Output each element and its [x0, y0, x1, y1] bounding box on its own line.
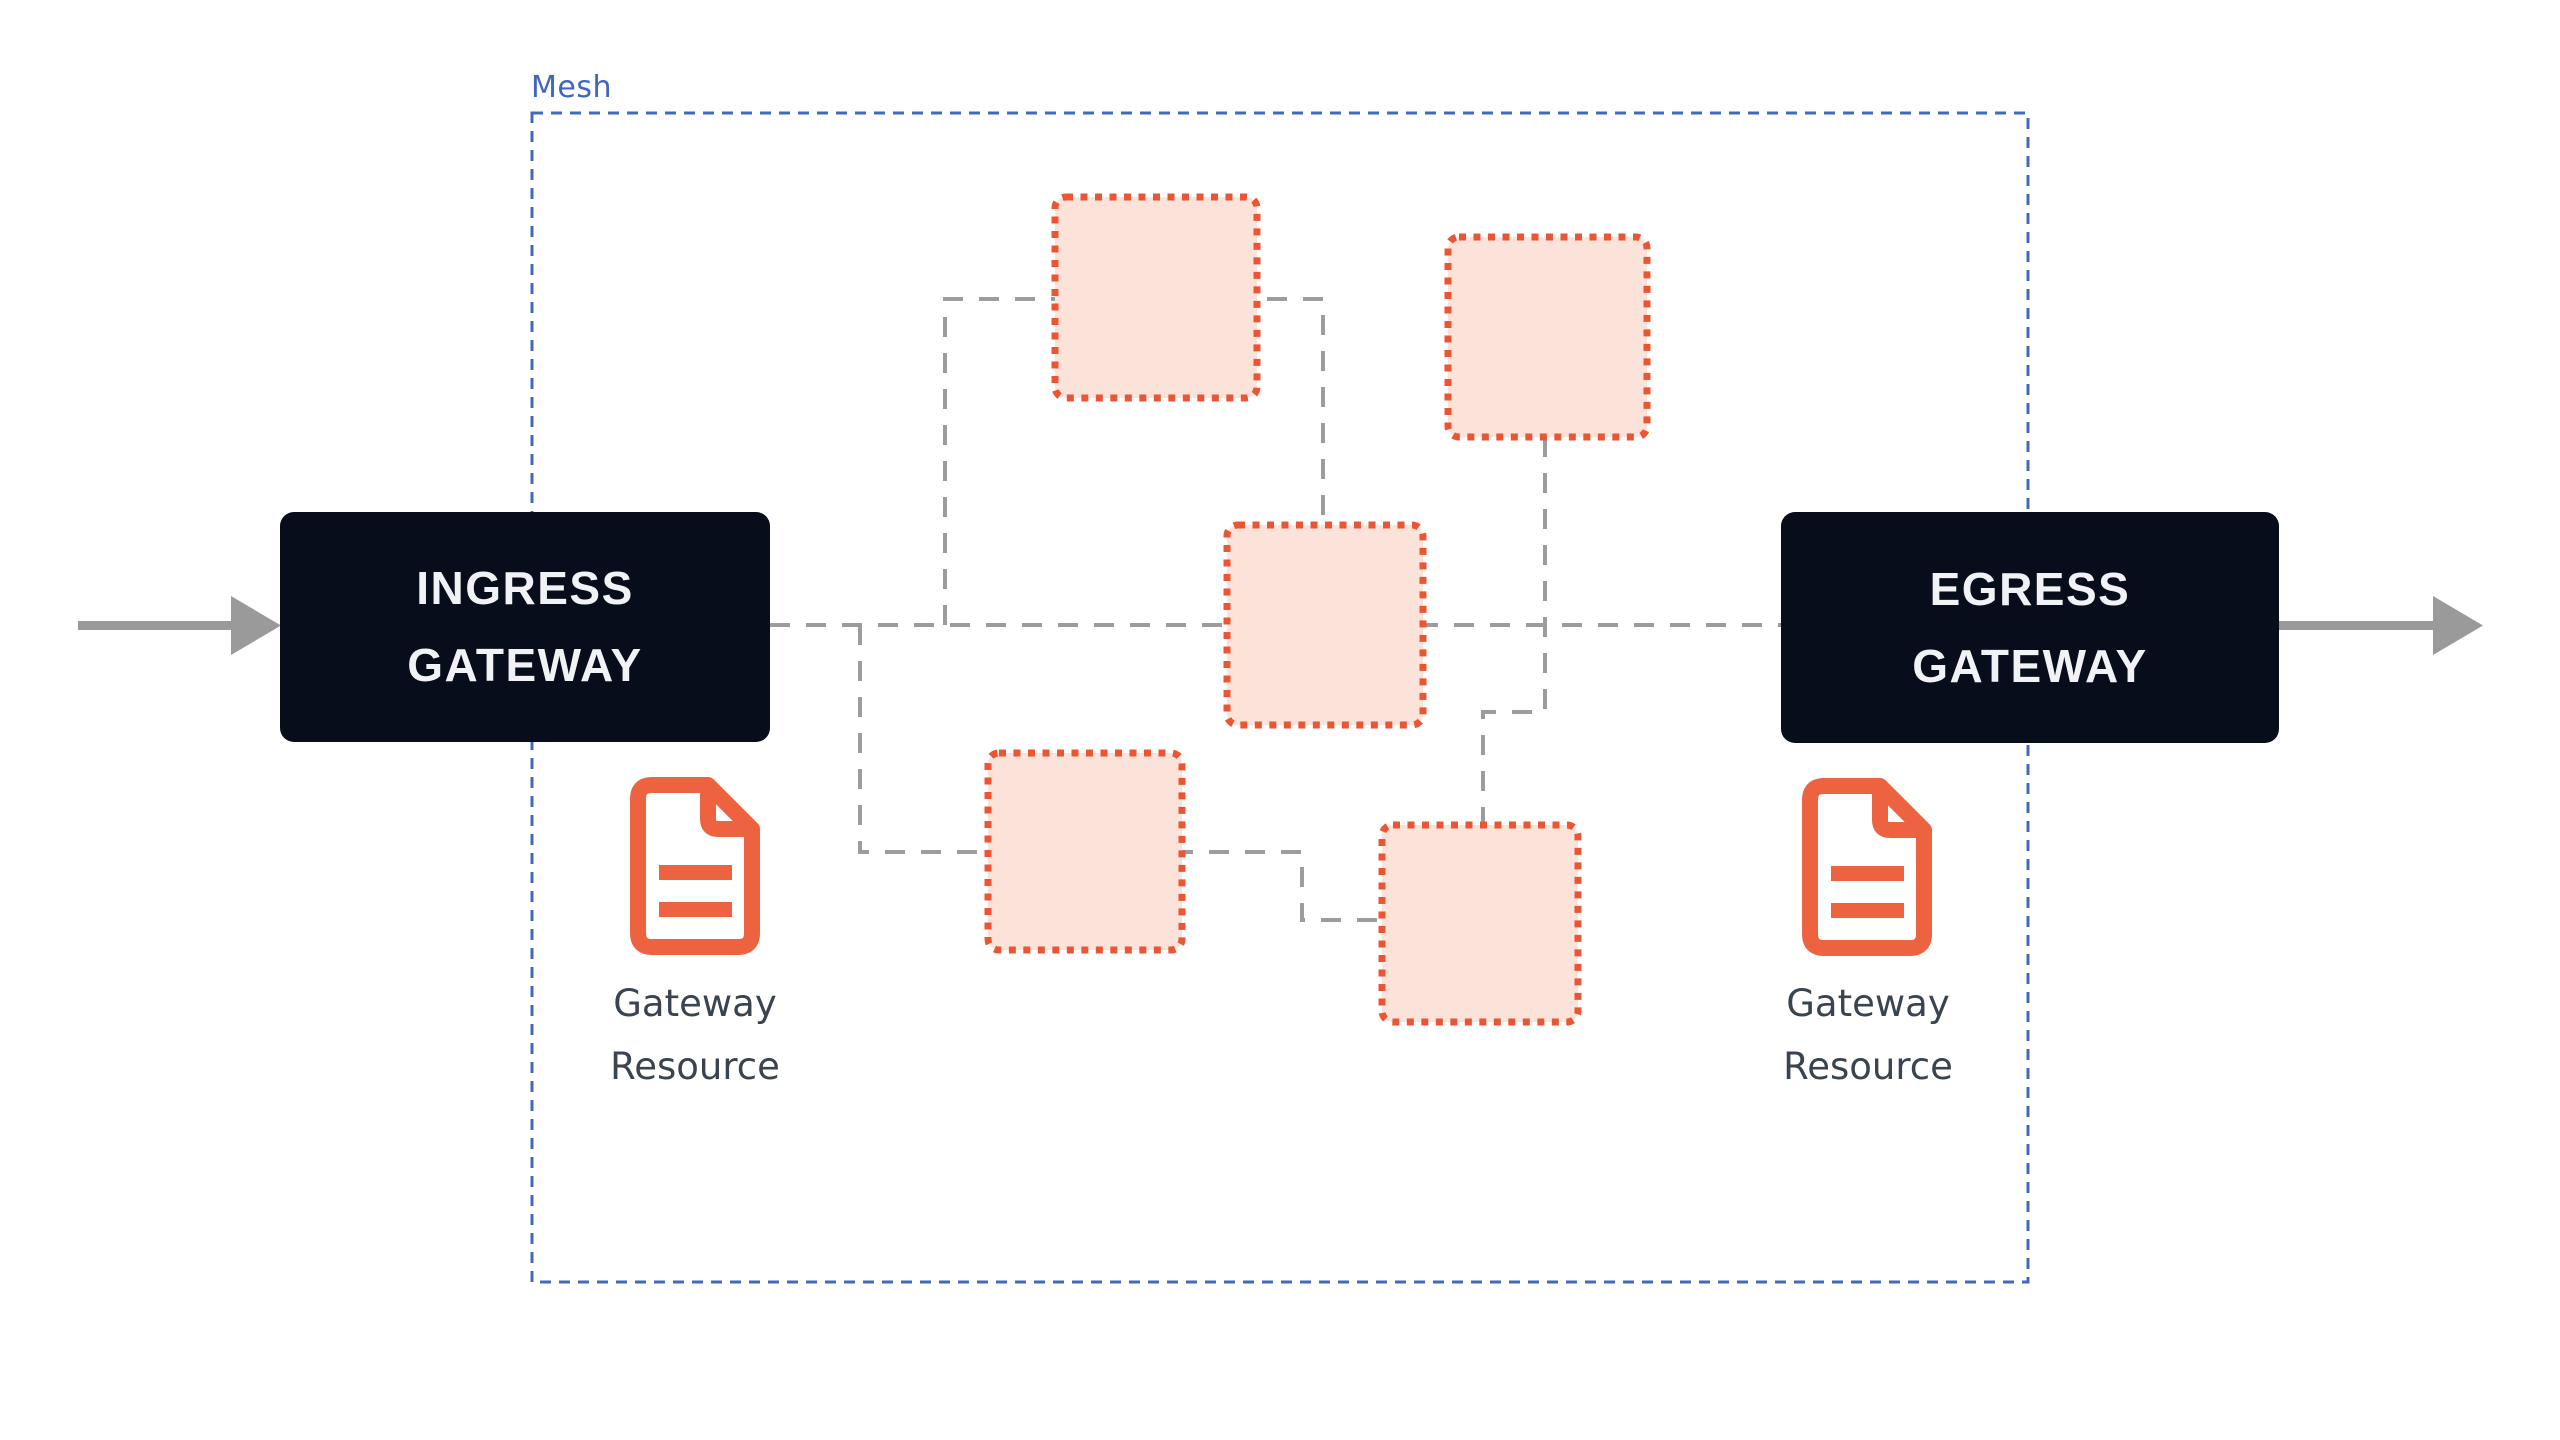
inbound-arrow	[78, 596, 281, 655]
egress-gateway-label-line1: EGRESS	[1929, 562, 2131, 615]
ingress-gateway-box: INGRESS GATEWAY	[280, 512, 770, 742]
workload-square	[1378, 821, 1582, 1026]
ingress-gateway-label-line2: GATEWAY	[407, 639, 643, 691]
connector-lower-left-branch	[858, 625, 1382, 922]
gateway-resource-label: Gateway Resource	[570, 972, 820, 1098]
workload-square	[984, 749, 1186, 954]
gateway-resource-label-line2: Resource	[1783, 1045, 1953, 1088]
workload-square	[1223, 521, 1427, 729]
gateway-resource-label-line2: Resource	[610, 1045, 780, 1088]
outbound-arrow	[2279, 596, 2483, 655]
document-icon	[1802, 778, 1932, 956]
document-icon	[630, 777, 760, 955]
ingress-gateway-label-line1: INGRESS	[416, 562, 634, 614]
workload-square	[1051, 193, 1261, 402]
gateway-resource-label-line1: Gateway	[1786, 982, 1950, 1025]
mesh-label: Mesh	[531, 70, 612, 105]
egress-gateway-box: EGRESS GATEWAY	[1781, 512, 2279, 743]
connector-right-branch	[1481, 437, 1547, 825]
workload-square	[1444, 233, 1651, 441]
gateway-resource-label: Gateway Resource	[1743, 972, 1993, 1098]
egress-gateway-label-line2: GATEWAY	[1912, 639, 2148, 692]
gateway-resource-label-line1: Gateway	[613, 982, 777, 1025]
